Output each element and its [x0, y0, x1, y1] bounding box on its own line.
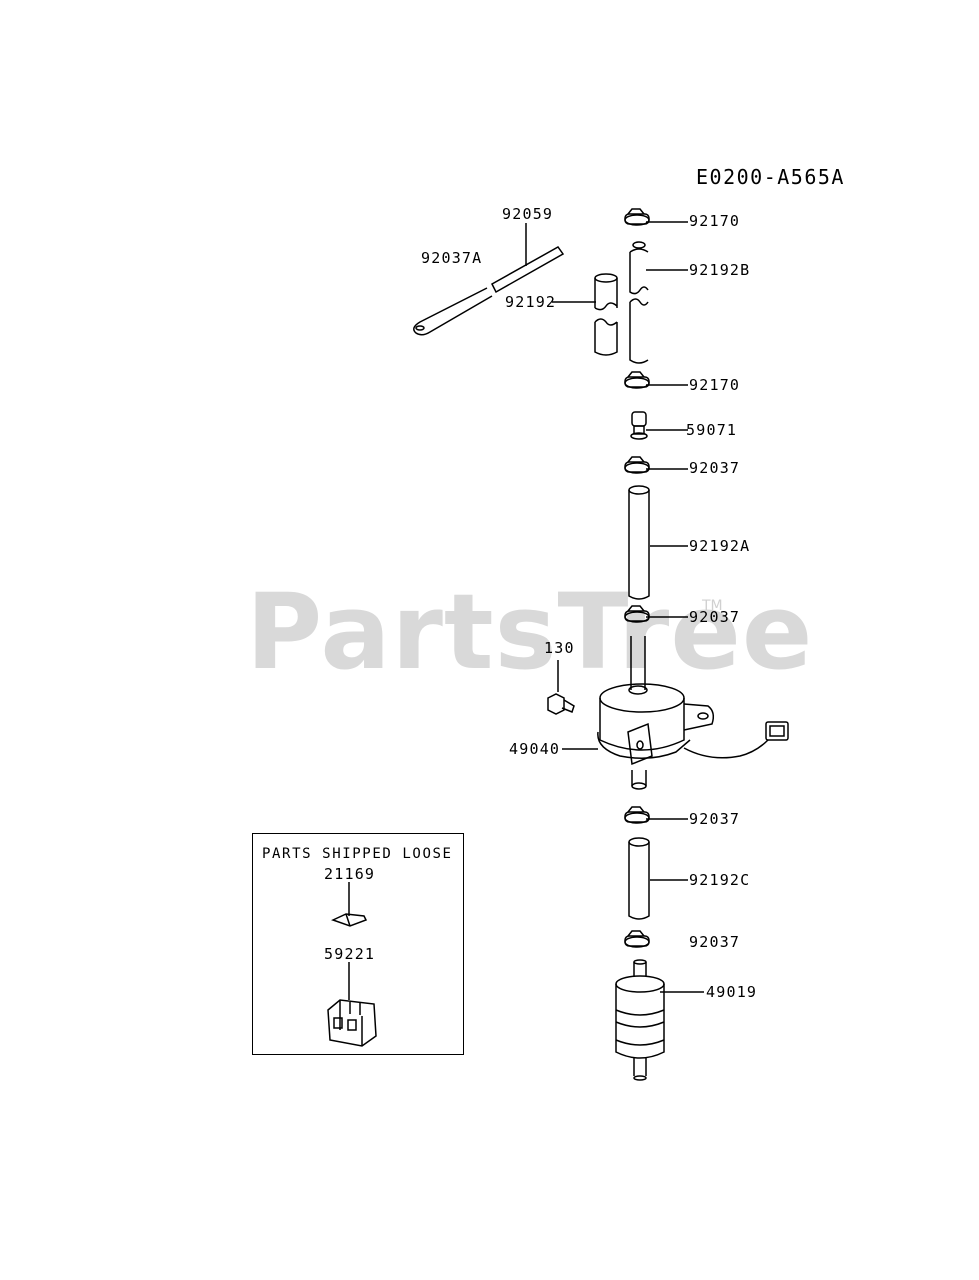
clamp-92037-b — [624, 605, 650, 623]
part-label-59071[interactable]: 59071 — [686, 421, 738, 439]
fitting-59071 — [630, 411, 648, 440]
clamp-92170-top — [624, 208, 650, 226]
hose-92192A — [628, 485, 650, 600]
part-label-130[interactable]: 130 — [544, 639, 575, 657]
short-hose-92192 — [594, 273, 618, 356]
part-label-92037-d[interactable]: 92037 — [689, 933, 741, 951]
connector-59221 — [327, 999, 377, 1047]
part-label-49019[interactable]: 49019 — [706, 983, 758, 1001]
part-label-92037-c[interactable]: 92037 — [689, 810, 741, 828]
part-label-92037-b[interactable]: 92037 — [689, 608, 741, 626]
bolt-130 — [547, 693, 575, 715]
part-label-92037A[interactable]: 92037A — [421, 249, 483, 267]
watermark-trademark: TM — [702, 598, 723, 614]
hose-92192B — [629, 248, 649, 364]
parts-shipped-loose-box — [252, 833, 464, 1055]
rod-part — [413, 246, 565, 336]
watermark-logo: PartsTree — [246, 571, 814, 693]
part-label-92192A[interactable]: 92192A — [689, 537, 751, 555]
terminal-21169 — [331, 913, 368, 927]
part-label-92192B[interactable]: 92192B — [689, 261, 751, 279]
part-label-92170-mid[interactable]: 92170 — [689, 376, 741, 394]
diagram-code: E0200-A565A — [696, 165, 845, 189]
clamp-92037-a — [624, 456, 650, 474]
clamp-92170-mid — [624, 371, 650, 389]
part-label-92037-a[interactable]: 92037 — [689, 459, 741, 477]
washer — [632, 241, 646, 249]
part-label-92192[interactable]: 92192 — [505, 293, 557, 311]
fuel-filter-49019 — [615, 959, 665, 1081]
part-label-21169[interactable]: 21169 — [324, 865, 376, 883]
part-label-92192C[interactable]: 92192C — [689, 871, 751, 889]
part-label-92170-top[interactable]: 92170 — [689, 212, 741, 230]
clamp-92037-c — [624, 806, 650, 824]
fuel-pump-49040 — [597, 636, 789, 790]
clamp-92037-d — [624, 930, 650, 948]
parts-shipped-loose-title: PARTS SHIPPED LOOSE — [262, 846, 453, 862]
hose-92192C — [628, 837, 650, 920]
part-label-59221[interactable]: 59221 — [324, 945, 376, 963]
part-label-49040[interactable]: 49040 — [509, 740, 561, 758]
part-label-92059[interactable]: 92059 — [502, 205, 554, 223]
